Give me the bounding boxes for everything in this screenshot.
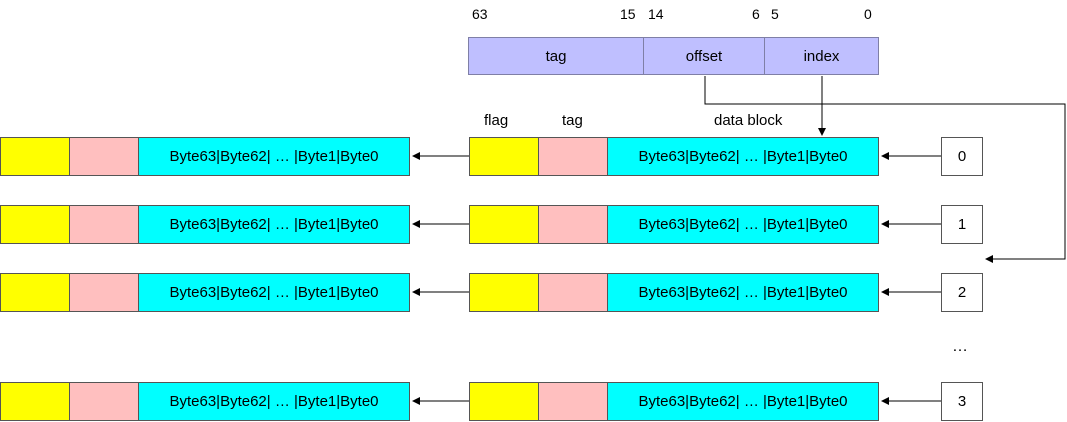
data-cell: Byte63|Byte62| … |Byte1|Byte0 (607, 273, 879, 312)
flag-header: flag (484, 112, 509, 129)
set-index-box: 0 (941, 137, 983, 176)
set-index-box: 1 (941, 205, 983, 244)
cache-line: Byte63|Byte62| … |Byte1|Byte0 (469, 273, 879, 312)
flag-cell (469, 273, 539, 312)
data-cell: Byte63|Byte62| … |Byte1|Byte0 (607, 382, 879, 421)
tag-cell (69, 273, 139, 312)
data-cell: Byte63|Byte62| … |Byte1|Byte0 (607, 205, 879, 244)
bit-label-0: 0 (864, 6, 872, 22)
flag-cell (469, 205, 539, 244)
data-cell: Byte63|Byte62| … |Byte1|Byte0 (138, 205, 410, 244)
cache-line: Byte63|Byte62| … |Byte1|Byte0 (469, 137, 879, 176)
address-index-field: index (764, 37, 879, 75)
data-cell: Byte63|Byte62| … |Byte1|Byte0 (138, 137, 410, 176)
data-cell: Byte63|Byte62| … |Byte1|Byte0 (138, 382, 410, 421)
address-tag-field: tag (468, 37, 644, 75)
address-offset-field: offset (643, 37, 765, 75)
bit-label-5: 5 (771, 6, 779, 22)
tag-cell (69, 205, 139, 244)
flag-cell (0, 137, 70, 176)
victim-cache-line: Byte63|Byte62| … |Byte1|Byte0 (0, 205, 410, 244)
victim-cache-line: Byte63|Byte62| … |Byte1|Byte0 (0, 137, 410, 176)
data-block-header: data block (714, 112, 783, 129)
bit-label-6: 6 (752, 6, 760, 22)
offset-route-arrow (704, 76, 1066, 263)
flag-cell (0, 205, 70, 244)
cache-line: Byte63|Byte62| … |Byte1|Byte0 (469, 382, 879, 421)
flag-cell (0, 382, 70, 421)
tag-cell (538, 382, 608, 421)
bit-label-63: 63 (472, 6, 488, 22)
data-cell: Byte63|Byte62| … |Byte1|Byte0 (607, 137, 879, 176)
ellipsis: … (952, 338, 968, 355)
tag-cell (538, 205, 608, 244)
tag-cell (538, 137, 608, 176)
cache-line: Byte63|Byte62| … |Byte1|Byte0 (469, 205, 879, 244)
tag-cell (69, 137, 139, 176)
bit-label-14: 14 (648, 6, 664, 22)
flag-cell (469, 382, 539, 421)
tag-header: tag (562, 112, 583, 129)
set-index-box: 2 (941, 273, 983, 312)
data-cell: Byte63|Byte62| … |Byte1|Byte0 (138, 273, 410, 312)
victim-cache-line: Byte63|Byte62| … |Byte1|Byte0 (0, 273, 410, 312)
set-index-box: 3 (941, 382, 983, 421)
flag-cell (469, 137, 539, 176)
victim-cache-line: Byte63|Byte62| … |Byte1|Byte0 (0, 382, 410, 421)
bit-label-15: 15 (620, 6, 636, 22)
